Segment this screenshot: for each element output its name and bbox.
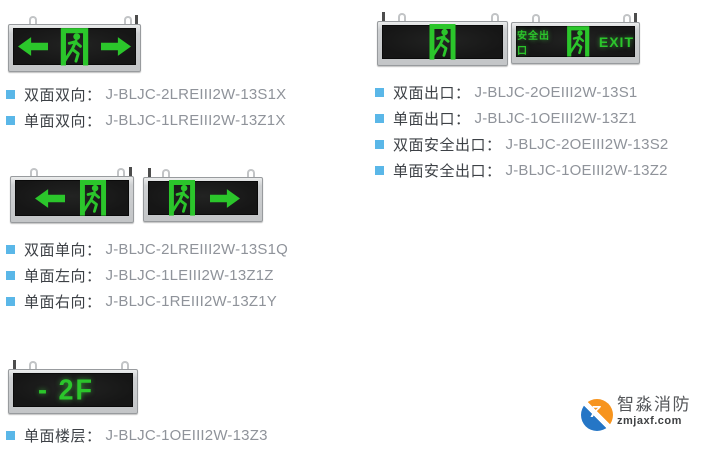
sign-frame [143,177,263,222]
spec-label: 单面左向： [24,267,102,285]
exit-label: EXIT [598,33,634,50]
sign-frame [377,21,508,66]
bullet-icon [6,244,15,254]
spec-model: J-BLJC-1LEIII2W-13Z1Z [105,266,274,284]
hook-icon [120,361,129,369]
running-man-icon [77,179,109,217]
brand-logo-icon: 7 [581,399,613,431]
spec-row: 单面出口： J-BLJC-1OEIII2W-13Z1 [375,105,668,131]
spec-label: 双面单向： [24,241,102,259]
spec-row: 单面右向： J-BLJC-1REIII2W-13Z1Y [6,288,288,314]
spec-model: J-BLJC-1OEIII2W-13Z2 [505,161,668,179]
spec-row: 双面双向： J-BLJC-2LREIII2W-13S1X [6,81,286,107]
spec-row: 单面双向： J-BLJC-1LREIII2W-13Z1X [6,107,286,133]
hook-icon [246,169,255,177]
arrow-right-icon [101,37,131,56]
exit-sign-man-only [377,12,508,66]
spec-label: 单面出口： [393,110,471,128]
bullet-icon [6,115,15,125]
bullet-icon [375,113,384,123]
hook-icon [531,14,540,22]
bullet-icon [375,87,384,97]
exit-sign-safe-exit: 安全出口 EXIT [511,13,640,64]
spec-label: 双面安全出口： [393,136,502,154]
safe-exit-label: 安全出口 [517,30,550,57]
bullet-icon [375,165,384,175]
pin-icon [634,13,638,22]
spec-row: 双面出口： J-BLJC-2OEIII2W-13S1 [375,79,668,105]
pin-icon [147,168,151,177]
spec-label: 单面楼层： [24,427,102,445]
running-man-icon [166,179,198,217]
hook-icon [29,16,38,24]
floor-label: - 2F [38,373,95,406]
running-man-icon [58,27,91,67]
spec-list-two-way: 双面双向： J-BLJC-2LREIII2W-13S1X 单面双向： J-BLJ… [6,81,286,133]
spec-row: 单面左向： J-BLJC-1LEIII2W-13Z1Z [6,262,288,288]
hook-icon [397,13,406,21]
hanging-hooks [8,360,138,369]
spec-row: 双面单向： J-BLJC-2LREIII2W-13S1Q [6,236,288,262]
exit-sign-left-arrow [10,167,134,223]
exit-sign-double-arrow [8,15,141,72]
running-man-icon [426,23,459,61]
spec-row: 单面楼层： J-BLJC-1OEIII2W-13Z3 [6,422,268,448]
pin-icon [135,15,139,24]
bullet-icon [375,139,384,149]
spec-row: 单面安全出口： J-BLJC-1OEIII2W-13Z2 [375,157,668,183]
spec-model: J-BLJC-1REIII2W-13Z1Y [105,292,277,310]
sign-frame [10,176,134,223]
running-man-icon [565,25,591,58]
hook-icon [29,168,38,176]
floor-sign-2f: - 2F [8,360,138,414]
spec-model: J-BLJC-1LREIII2W-13Z1X [105,111,286,129]
bullet-icon [6,296,15,306]
hanging-hooks [10,167,134,176]
pin-icon [128,167,132,176]
spec-label: 单面双向： [24,112,102,130]
spec-list-one-way: 双面单向： J-BLJC-2LREIII2W-13S1Q 单面左向： J-BLJ… [6,236,288,314]
pin-icon [382,12,386,21]
spec-label: 双面双向： [24,86,102,104]
hook-icon [28,361,37,369]
sign-frame: 安全出口 EXIT [511,22,640,64]
spec-list-floor: 单面楼层： J-BLJC-1OEIII2W-13Z3 [6,422,268,448]
hanging-hooks [8,15,141,24]
arrow-right-icon [210,189,240,208]
spec-model: J-BLJC-2LREIII2W-13S1X [105,85,287,103]
hook-icon [490,13,499,21]
brand-name: 智淼消防 [617,395,691,414]
spec-label: 单面安全出口： [393,162,502,180]
hanging-hooks [377,12,508,21]
spec-list-exit: 双面出口： J-BLJC-2OEIII2W-13S1 单面出口： J-BLJC-… [375,79,668,183]
hanging-hooks [143,168,263,177]
sign-frame: - 2F [8,369,138,414]
spec-label: 双面出口： [393,84,471,102]
brand-domain: zmjaxf.com [617,414,682,427]
spec-model: J-BLJC-1OEIII2W-13Z3 [105,426,268,444]
arrow-left-icon [18,37,48,56]
bullet-icon [6,430,15,440]
hook-icon [622,14,631,22]
bullet-icon [6,89,15,99]
hook-icon [162,169,171,177]
exit-sign-right-arrow [143,168,263,222]
hook-icon [123,16,132,24]
spec-model: J-BLJC-1OEIII2W-13Z1 [474,109,637,127]
watermark: 7 智淼消防 zmjaxf.com [581,395,691,431]
spec-row: 双面安全出口： J-BLJC-2OEIII2W-13S2 [375,131,668,157]
pin-icon [13,360,17,369]
bullet-icon [6,270,15,280]
spec-model: J-BLJC-2OEIII2W-13S1 [474,83,638,101]
sign-frame [8,24,141,72]
arrow-left-icon [35,189,65,208]
hook-icon [117,168,126,176]
spec-label: 单面右向： [24,293,102,311]
hanging-hooks [511,13,640,22]
spec-model: J-BLJC-2OEIII2W-13S2 [505,135,669,153]
spec-model: J-BLJC-2LREIII2W-13S1Q [105,240,289,258]
